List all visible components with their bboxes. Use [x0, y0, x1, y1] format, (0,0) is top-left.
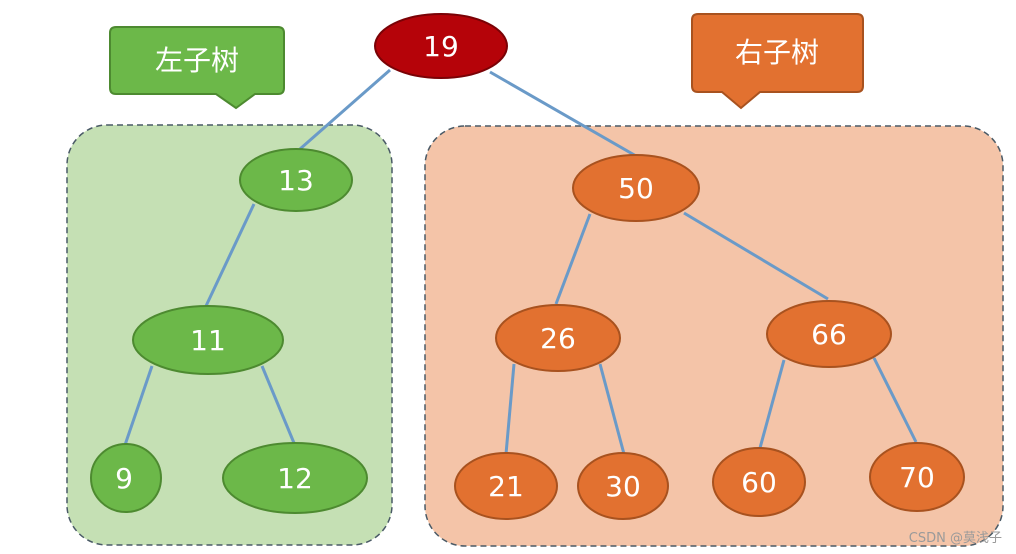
node-label-21: 21 [488, 470, 524, 503]
tree-node-11: 11 [132, 305, 284, 375]
tree-node-30: 30 [577, 452, 669, 520]
node-label-50: 50 [618, 172, 654, 205]
node-label-60: 60 [741, 466, 777, 499]
tree-node-12: 12 [222, 442, 368, 514]
left-subtree-label: 左子树 [155, 44, 239, 77]
tree-node-21: 21 [454, 452, 558, 520]
tree-node-50: 50 [572, 154, 700, 222]
edge-66-70 [872, 357, 918, 443]
tree-node-60: 60 [712, 447, 806, 517]
tree-node-root: 19 [374, 13, 508, 79]
node-label-13: 13 [278, 164, 314, 197]
node-label-9: 9 [115, 462, 133, 495]
edge-66-60 [758, 359, 786, 449]
node-label-30: 30 [605, 470, 641, 503]
tree-node-9: 9 [90, 443, 162, 513]
edge-26-21 [504, 363, 516, 455]
node-label-66: 66 [811, 318, 847, 351]
edge-13-11 [204, 203, 256, 307]
node-label-26: 26 [540, 322, 576, 355]
tree-node-66: 66 [766, 300, 892, 368]
edge-50-66 [683, 211, 829, 301]
tree-node-70: 70 [869, 442, 965, 512]
node-label-root: 19 [423, 30, 459, 63]
edge-50-26 [554, 213, 592, 305]
node-label-11: 11 [190, 324, 226, 357]
node-label-12: 12 [277, 462, 313, 495]
tree-node-13: 13 [239, 148, 353, 212]
right-subtree-label: 右子树 [735, 36, 819, 69]
tree-edges [123, 68, 918, 455]
edge-11-12 [260, 365, 296, 444]
right-subtree-region [424, 125, 1004, 547]
tree-node-26: 26 [495, 304, 621, 372]
edge-19-13 [299, 68, 391, 151]
node-label-70: 70 [899, 461, 935, 494]
edge-26-30 [598, 363, 626, 455]
edge-19-50 [489, 70, 637, 158]
right-subtree-callout: 右子树 [691, 13, 864, 110]
edge-11-9 [123, 365, 154, 446]
watermark: CSDN @莫浅子 [908, 531, 1002, 546]
left-subtree-callout: 左子树 [109, 26, 285, 110]
